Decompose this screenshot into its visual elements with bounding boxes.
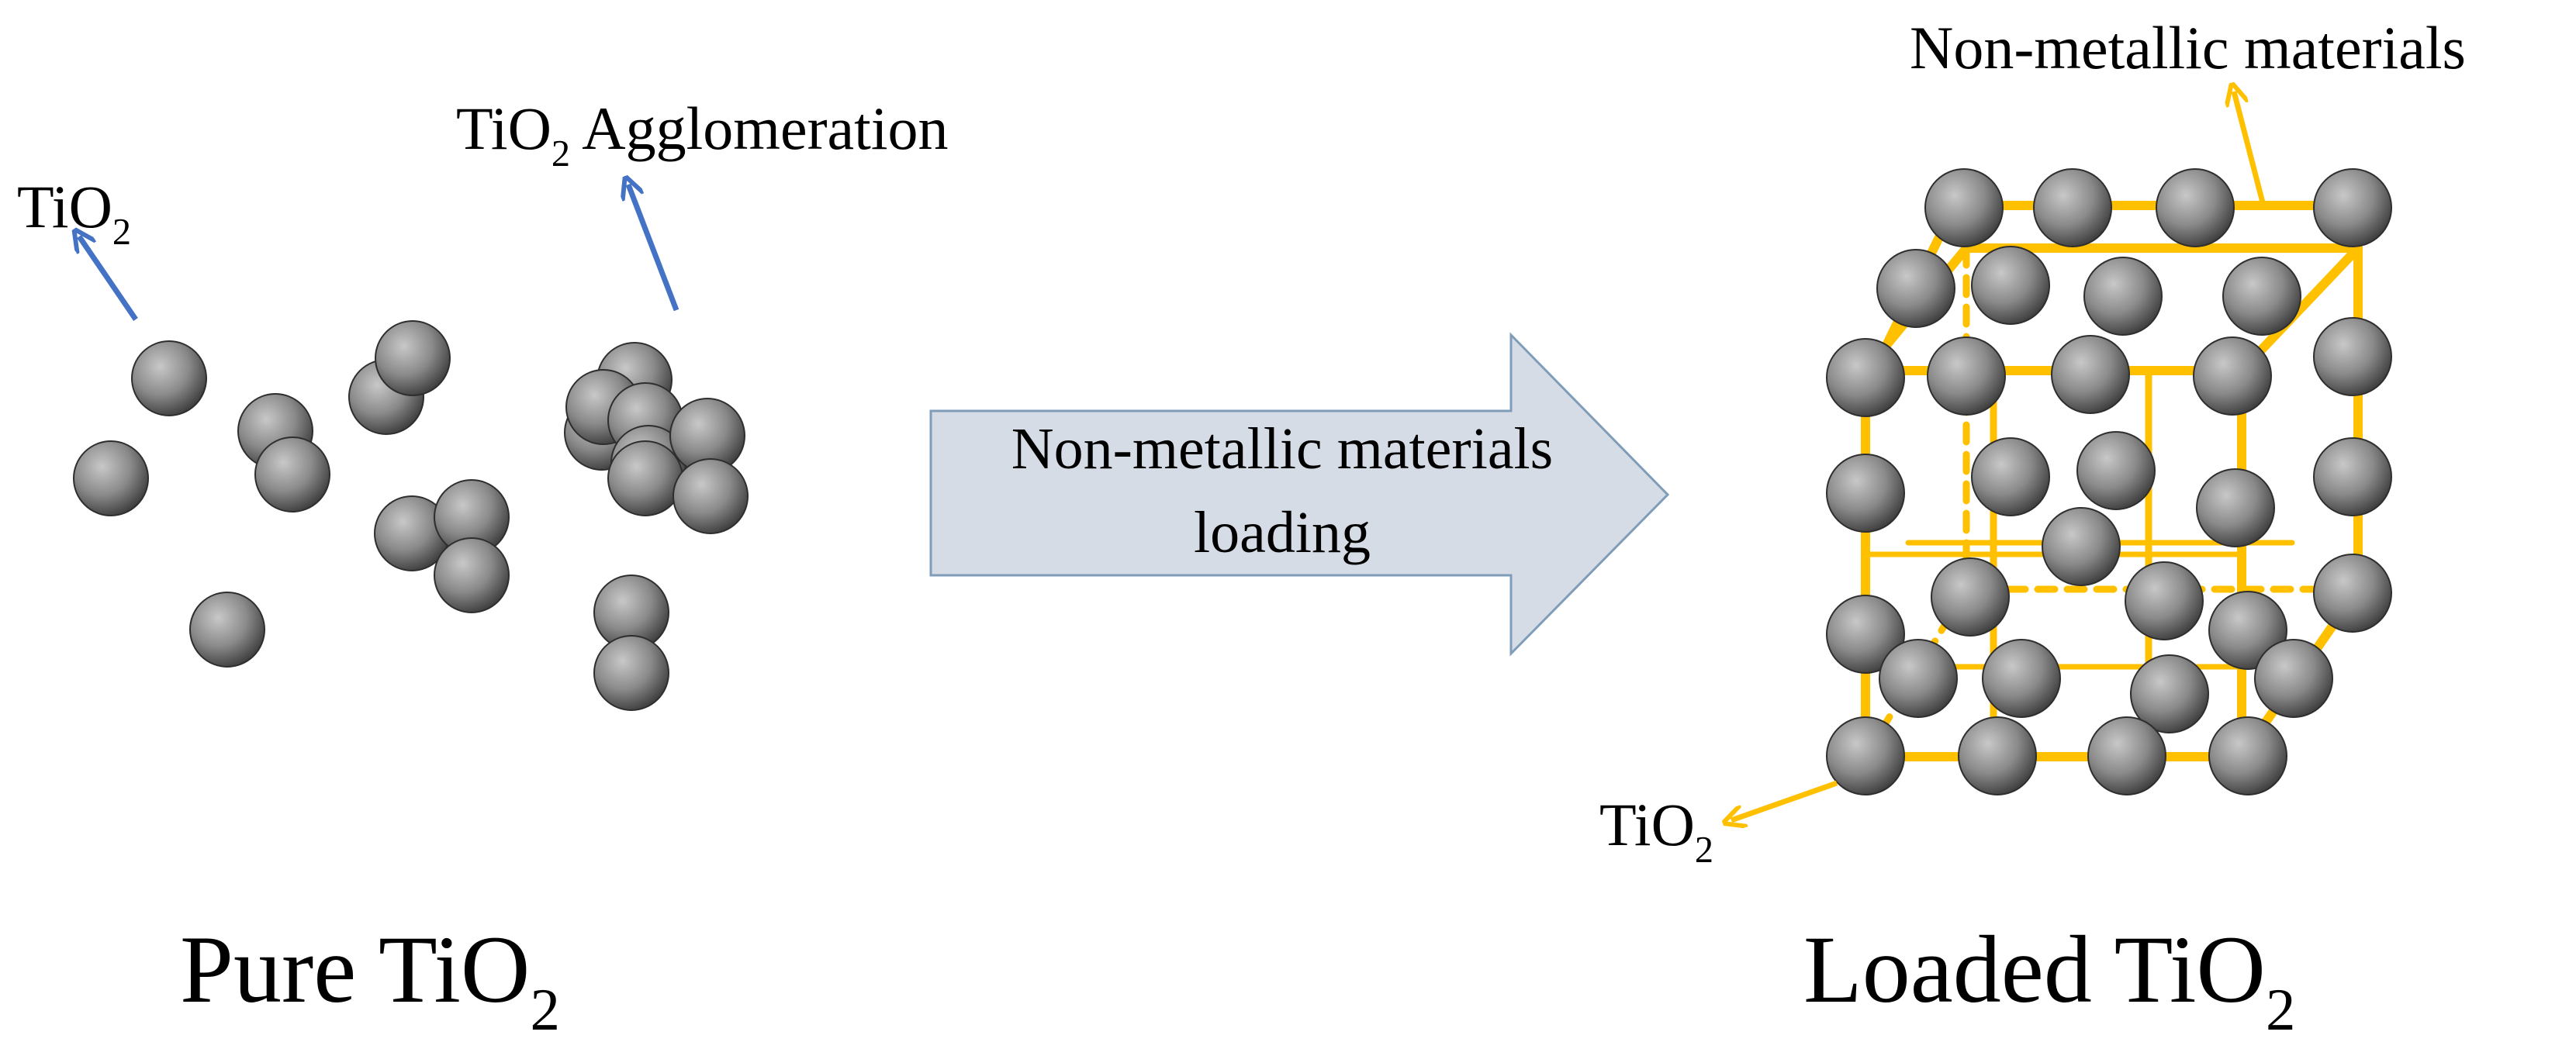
pure-tio2-panel: TiO2 TiO2 Agglomeration Pure TiO2 <box>17 95 949 1043</box>
tio2-sphere-icon <box>593 635 669 711</box>
tio2-sphere-icon <box>2313 437 2392 516</box>
tio2-sphere-icon <box>1927 336 2006 416</box>
tio2-sphere-icon <box>2087 716 2166 795</box>
pure-tio2-particles <box>73 320 749 711</box>
tio2-sphere-icon <box>1876 249 1955 328</box>
tio2-sphere-icon <box>2313 554 2392 633</box>
tio2-sphere-icon <box>1931 557 2010 637</box>
tio2-sphere-icon <box>73 440 149 516</box>
loaded-tio2-caption: Loaded TiO2 <box>1803 916 2295 1043</box>
tio2-sphere-icon <box>2076 431 2156 510</box>
agglomeration-label: TiO2 Agglomeration <box>456 95 949 174</box>
tio2-sphere-icon <box>375 320 451 396</box>
tio2-sphere-icon <box>2196 468 2275 547</box>
tio2-sphere-icon <box>1924 168 2004 247</box>
tio2-sphere-icon <box>254 437 330 512</box>
arrow-text-line2: loading <box>1194 500 1371 565</box>
arrow-text-line1: Non-metallic materials <box>1011 416 1554 481</box>
non-metallic-label: Non-metallic materials <box>1910 14 2466 81</box>
tio2-sphere-icon <box>2222 257 2301 336</box>
tio2-sphere-icon <box>1826 595 1905 674</box>
tio2-sphere-icon <box>1982 639 2061 718</box>
loaded-tio2-pointer-label: TiO2 <box>1599 791 1713 871</box>
tio2-sphere-icon <box>2042 507 2121 586</box>
tio2-sphere-icon <box>1826 338 1905 417</box>
tio2-sphere-icon <box>189 592 265 668</box>
tio2-pointer-arrow <box>79 236 138 321</box>
tio2-sphere-icon <box>2254 639 2333 718</box>
agglomeration-pointer-arrow <box>628 185 679 312</box>
tio2-sphere-icon <box>434 537 510 613</box>
tio2-sphere-icon <box>2313 317 2392 396</box>
non-metallic-pointer-arrow <box>2234 91 2267 206</box>
tio2-sphere-icon <box>2193 336 2272 416</box>
tio2-sphere-icon <box>131 340 207 416</box>
tio2-label: TiO2 <box>17 173 131 253</box>
tio2-sphere-icon <box>2208 716 2287 795</box>
pure-tio2-caption: Pure TiO2 <box>180 916 560 1043</box>
tio2-sphere-icon <box>2156 168 2235 247</box>
tio2-sphere-icon <box>1826 716 1905 795</box>
tio2-sphere-icon <box>2125 561 2204 640</box>
loaded-tio2-particles <box>1826 168 2392 795</box>
tio2-sphere-icon <box>2130 654 2209 733</box>
loaded-tio2-panel: Non-metallic materials TiO2 Loaded TiO2 <box>1599 14 2466 1043</box>
loaded-tio2-pointer-arrow <box>1731 780 1838 820</box>
tio2-sphere-icon <box>2083 257 2163 336</box>
tio2-sphere-icon <box>2051 335 2130 414</box>
tio2-sphere-icon <box>2313 168 2392 247</box>
tio2-sphere-icon <box>1971 246 2050 325</box>
loading-process-arrow: Non-metallic materials loading <box>929 332 1670 657</box>
tio2-sphere-icon <box>1826 454 1905 533</box>
tio2-sphere-icon <box>1958 716 2037 795</box>
tio2-sphere-icon <box>673 458 749 534</box>
tio2-sphere-icon <box>2033 168 2112 247</box>
right-block-arrow-icon <box>929 332 1670 657</box>
tio2-sphere-icon <box>1971 437 2050 516</box>
tio2-sphere-icon <box>607 440 683 516</box>
tio2-sphere-icon <box>1879 639 1958 718</box>
